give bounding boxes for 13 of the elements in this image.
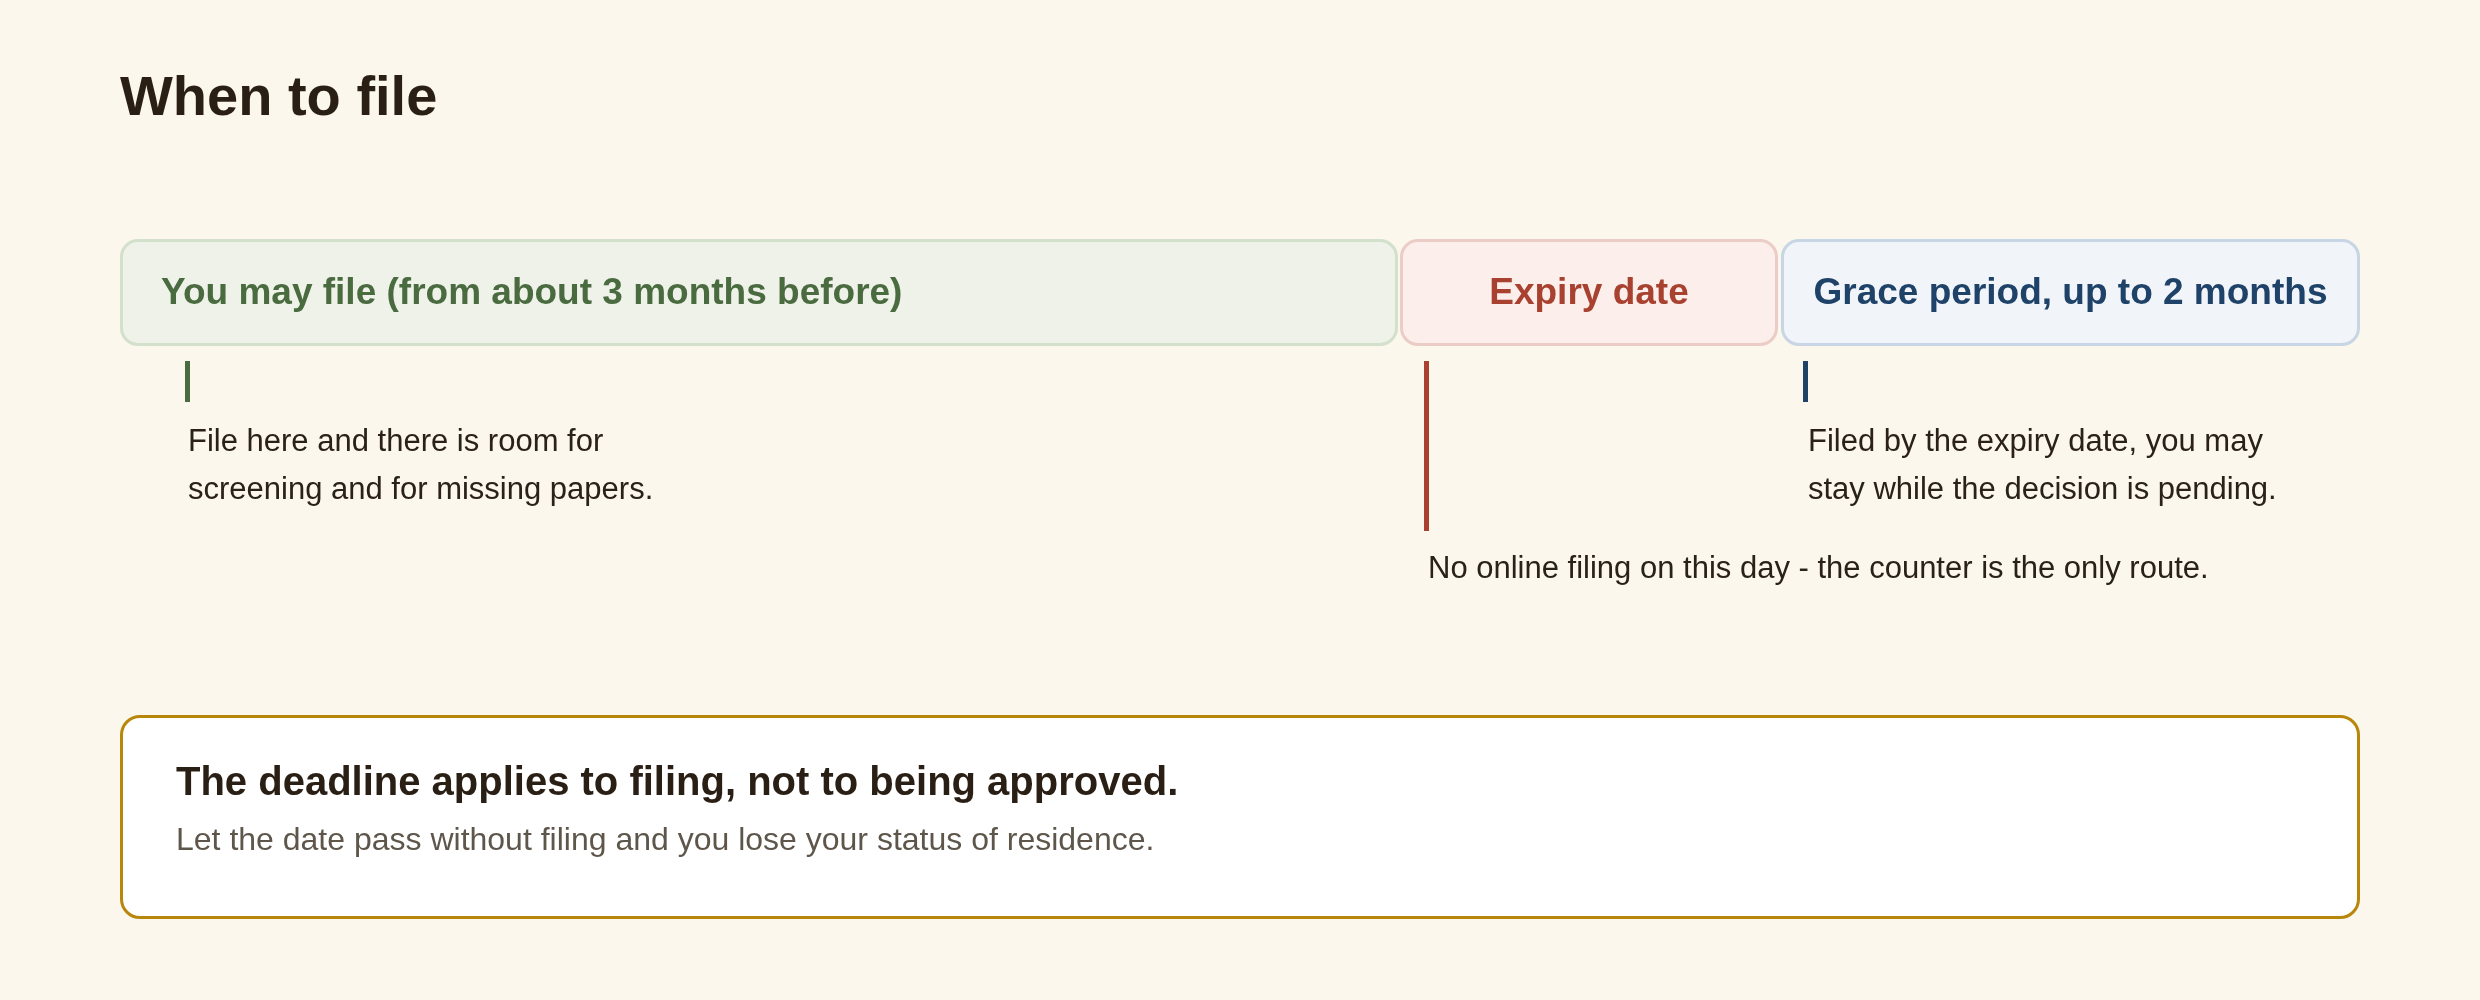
- note-text: Filed by the expiry date, you may stay while the decision is pending.: [1808, 422, 2278, 508]
- note-text: No online filing on this day - the counter is the only route.: [1428, 549, 2209, 587]
- period-label: Grace period, up to 2 months: [1813, 270, 2328, 315]
- period-label: You may file (from about 3 months before): [161, 270, 903, 315]
- date-band: [1400, 239, 1778, 346]
- page-title: When to file: [120, 64, 438, 129]
- notice-panel: [120, 715, 2360, 919]
- notice-heading: The deadline applies to filing, not to being approved.: [176, 758, 1179, 804]
- period-band: [1781, 239, 2360, 346]
- note-text: File here and there is room for screening and for missing papers.: [188, 422, 655, 508]
- date-label: Expiry date: [1489, 270, 1689, 315]
- period-band: [120, 239, 1398, 346]
- notice-text: Let the date pass without filing and you lose your status of residence.: [176, 820, 1155, 858]
